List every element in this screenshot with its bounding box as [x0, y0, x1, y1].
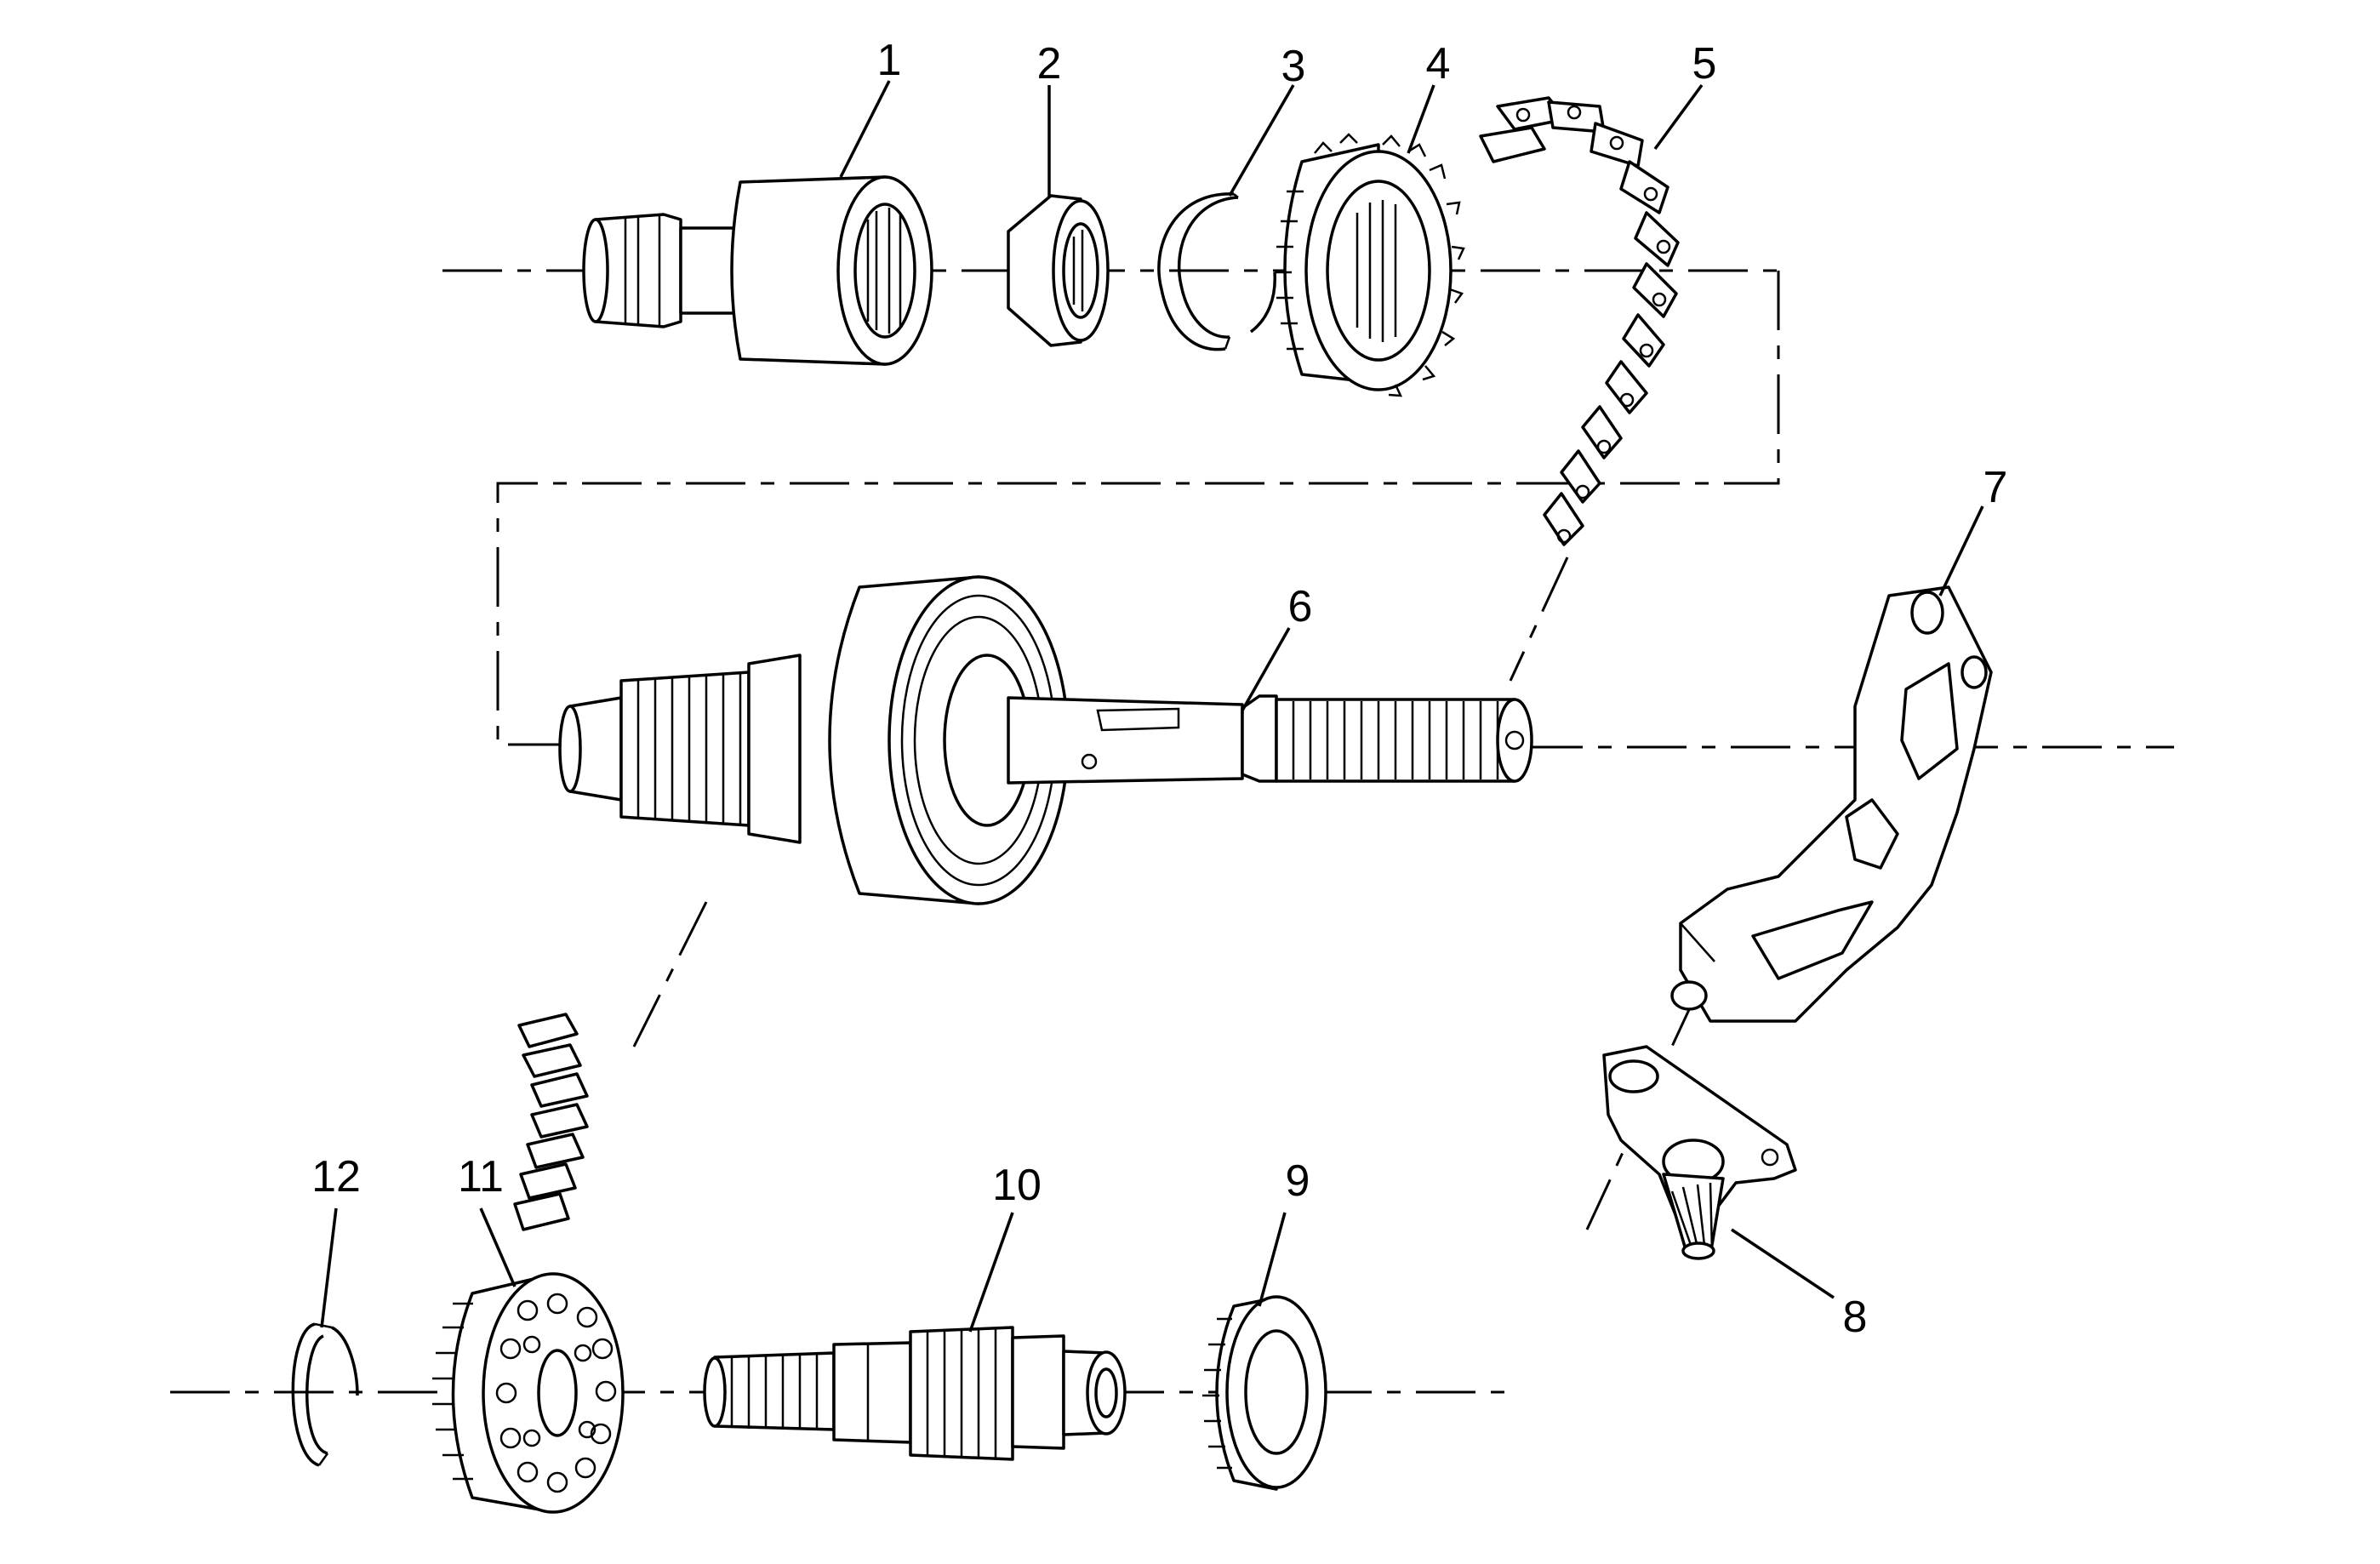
callout-9: 9: [1286, 1156, 1310, 1206]
callout-3: 3: [1281, 42, 1306, 91]
callout-5: 5: [1692, 39, 1717, 88]
part-11-gear: [432, 1013, 625, 1514]
callout-10: 10: [992, 1161, 1042, 1210]
callout-6: 6: [1288, 582, 1313, 631]
callout-4: 4: [1426, 39, 1451, 88]
callout-7: 7: [1983, 463, 2008, 512]
callout-12: 12: [311, 1152, 361, 1202]
part-12-snap-ring: [291, 1322, 359, 1467]
part-5-chain: [1479, 96, 1680, 546]
part-10-input-shaft: [703, 1326, 1127, 1461]
part-4-sprocket: [1275, 133, 1465, 397]
callout-8: 8: [1843, 1293, 1868, 1342]
callout-leaders: [320, 80, 1984, 1333]
part-8-sensor-plate: [1602, 980, 1797, 1260]
callout-numbers: 1 2 3 4 5 6 7 8 9 10 11 12: [311, 36, 2007, 1342]
callout-11: 11: [458, 1152, 504, 1202]
part-7-bracket: [1679, 585, 1993, 1023]
part-3-snap-ring: [1157, 192, 1276, 351]
callout-1: 1: [877, 36, 902, 85]
part-6-output-shaft: [558, 575, 1533, 905]
part-1-sleeve: [582, 175, 933, 366]
callout-2: 2: [1037, 39, 1062, 88]
part-2-bushing: [1007, 194, 1110, 347]
part-9-gear: [1202, 1295, 1327, 1491]
